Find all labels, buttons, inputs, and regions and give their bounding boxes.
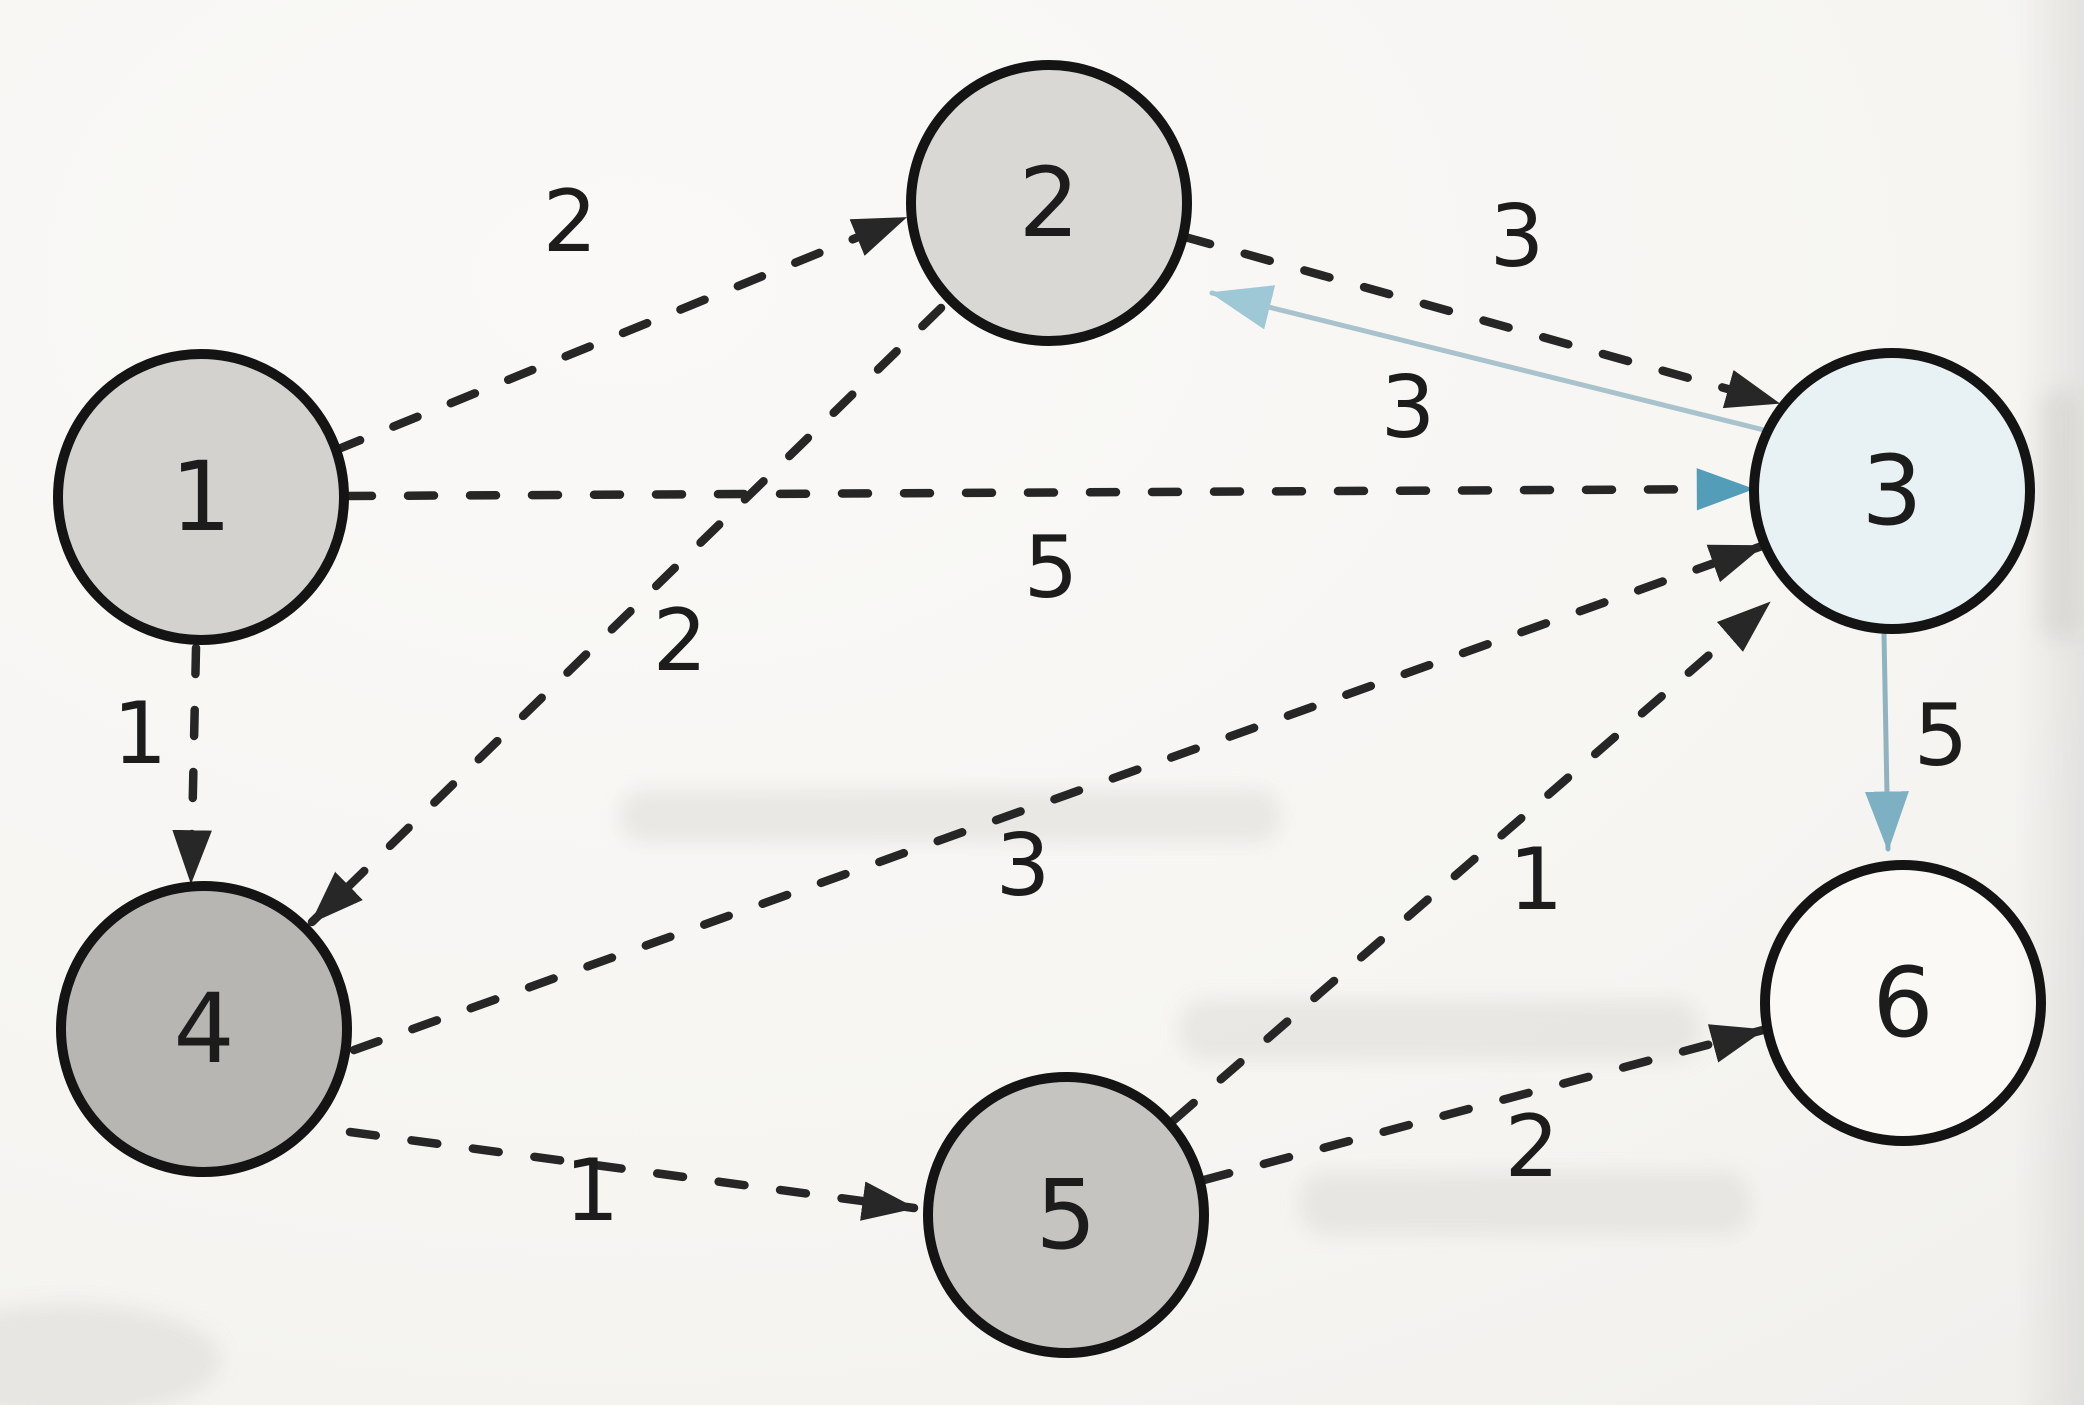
bleed-through-artifact: [1300, 1172, 1750, 1234]
edge-4-3-weight: 3: [996, 816, 1051, 916]
node-4-label: 4: [173, 973, 234, 1085]
edge-3-2: [1209, 285, 1775, 435]
bleed-through-artifact: [620, 790, 1280, 842]
node-5-label: 5: [1035, 1159, 1096, 1271]
node-layer: 1 2 3 4 5 6: [53, 60, 2046, 1358]
edge-1-3-line: [341, 468, 1757, 511]
edge-5-3: [1169, 598, 1774, 1125]
edge-layer: [172, 213, 1909, 1221]
node-4: 4: [56, 881, 352, 1177]
node-1-circle: [53, 349, 349, 645]
edge-2-3-weight: 3: [1490, 187, 1545, 287]
edge-4-3: [349, 541, 1767, 1055]
edge-3-2-line: [1209, 285, 1775, 435]
node-6-label: 6: [1872, 947, 1933, 1059]
edge-3-6-weight: 5: [1914, 686, 1969, 786]
edge-2-3-line: [1180, 232, 1783, 409]
edge-3-6-line: [1864, 631, 1909, 852]
node-1: 1: [53, 349, 349, 645]
bleed-through-artifact: [0, 1305, 220, 1405]
edge-1-4: [172, 643, 212, 887]
edge-1-4-line: [172, 643, 212, 887]
edge-2-4-line: [307, 303, 946, 927]
edge-4-3-line: [349, 541, 1767, 1055]
node-5-circle: [923, 1072, 1209, 1358]
node-2-circle: [906, 60, 1192, 346]
node-5: 5: [923, 1072, 1209, 1358]
edge-1-3-weight: 5: [1024, 518, 1079, 618]
node-4-circle: [56, 881, 352, 1177]
node-2: 2: [906, 60, 1192, 346]
edge-5-3-line: [1169, 598, 1774, 1125]
edge-3-2-weight: 3: [1381, 358, 1436, 458]
edge-1-2-line: [331, 213, 910, 455]
edge-5-6-weight: 2: [1505, 1097, 1560, 1197]
node-6: 6: [1760, 860, 2046, 1146]
bleed-through-artifacts: [0, 390, 2080, 1405]
edge-1-4-weight: 1: [113, 684, 168, 784]
node-2-label: 2: [1018, 147, 1079, 259]
edge-3-6: [1864, 631, 1909, 852]
node-1-label: 1: [170, 441, 231, 553]
node-3: 3: [1749, 348, 2035, 634]
node-3-label: 3: [1861, 435, 1922, 547]
edge-5-3-weight: 1: [1509, 830, 1564, 930]
edge-1-2-weight: 2: [543, 172, 598, 272]
edge-4-5-weight: 1: [565, 1141, 620, 1241]
edge-2-4: [307, 303, 946, 927]
edge-2-3: [1180, 232, 1783, 409]
page-edge-shading: [2014, 0, 2084, 1405]
edge-1-2: [331, 213, 910, 455]
bleed-through-artifact: [1180, 1000, 1700, 1060]
edge-2-4-weight: 2: [653, 591, 708, 691]
edge-1-3: [341, 468, 1757, 511]
